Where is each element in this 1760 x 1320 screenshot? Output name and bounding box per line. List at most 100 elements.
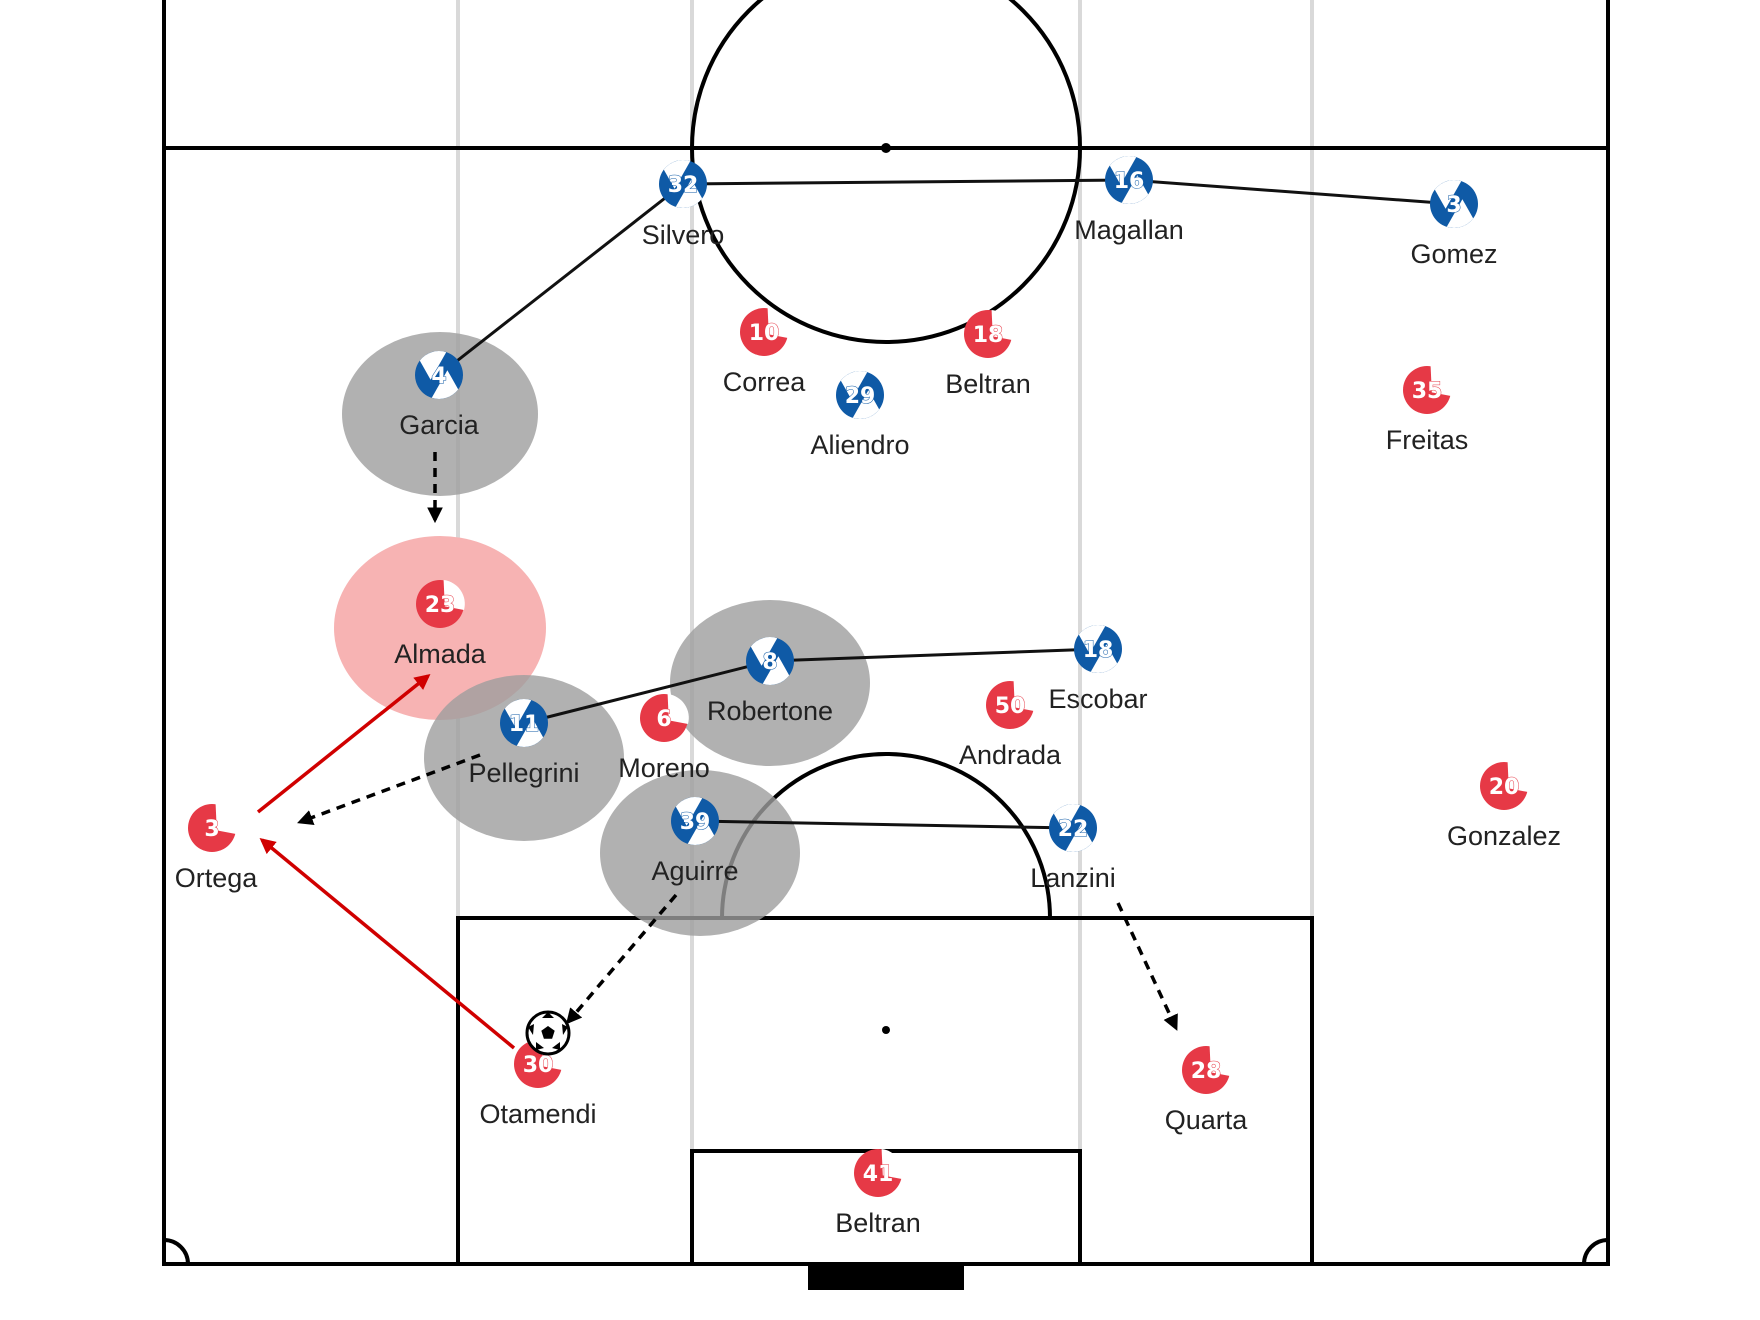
player-number: 41: [863, 1162, 894, 1187]
blue-player-marker-icon: [1430, 180, 1478, 228]
red-player-marker-icon: [964, 310, 1013, 358]
player-number: 3: [204, 817, 219, 842]
player-number: 29: [845, 384, 876, 409]
red-player-marker-icon: [986, 681, 1035, 729]
soccer-ball-icon[interactable]: [525, 1010, 571, 1056]
red-player-marker-icon: [740, 308, 789, 356]
player-number: 30: [523, 1053, 554, 1078]
pressure-zone-aguirre: [600, 770, 800, 936]
red-player-marker-icon: [854, 1149, 903, 1197]
player-number: 22: [1058, 817, 1089, 842]
player-name: Ortega: [175, 863, 259, 893]
movement-arrows: [297, 452, 1178, 1031]
arrow-pellegrini-press: [297, 753, 481, 825]
blue-player-marker-icon: [836, 371, 884, 419]
goal: [808, 1266, 964, 1290]
pass-arrows: [256, 674, 516, 1050]
player-name: Beltran: [835, 1208, 921, 1238]
blue-player-marker-icon: [1049, 804, 1097, 852]
pressure-zone-garcia: [342, 332, 538, 496]
player-number: 28: [1191, 1059, 1222, 1084]
link-silvero-magallan: [682, 178, 1130, 186]
link-aguirre-lanzini: [694, 819, 1074, 830]
player-name: Pellegrini: [468, 758, 579, 788]
player-name: Garcia: [399, 410, 480, 440]
player-name: Almada: [394, 639, 487, 669]
corner-arc-left: [163, 1238, 190, 1265]
arrow-pass-ortega-almada: [256, 674, 431, 814]
player-number: 10: [749, 321, 780, 346]
player-number: 16: [1114, 169, 1145, 194]
arrow-aguirre-press: [565, 893, 678, 1025]
centre-circle: [690, 0, 1082, 344]
player-name: Andrada: [959, 740, 1062, 770]
red-player-marker-icon: [188, 804, 237, 852]
player-number: 4: [431, 364, 446, 389]
player-name: Otamendi: [479, 1099, 596, 1129]
player-name: Gonzalez: [1447, 821, 1561, 851]
player-number: 8: [762, 650, 777, 675]
player-number: 50: [995, 694, 1026, 719]
player-name: Silvero: [642, 220, 725, 250]
arrow-pass-otamendi-ortega: [259, 837, 516, 1050]
player-number: 11: [509, 712, 540, 737]
player-number: 32: [668, 173, 699, 198]
player-name: Moreno: [618, 753, 710, 783]
penalty-spot: [882, 1026, 890, 1034]
blue-player-marker-icon: [500, 699, 548, 747]
player-name: Gomez: [1410, 239, 1497, 269]
player-name: Correa: [723, 367, 807, 397]
red-player-marker-icon: [1182, 1046, 1231, 1094]
player-name: Aliendro: [810, 430, 909, 460]
player-number: 6: [656, 707, 671, 732]
link-robertone-pellegrini: [523, 659, 771, 725]
centre-spot: [881, 143, 891, 153]
blue-player-marker-icon: [746, 637, 794, 685]
player-number: 35: [1412, 379, 1443, 404]
player-name: Quarta: [1165, 1105, 1249, 1135]
player-name: Escobar: [1048, 684, 1147, 714]
player-number: 18: [1083, 638, 1114, 663]
player-name: Lanzini: [1030, 863, 1116, 893]
blue-player-marker-icon: [671, 797, 719, 845]
link-magallan-gomez: [1128, 178, 1455, 206]
player-number: 23: [425, 593, 456, 618]
link-silvero-garcia: [438, 182, 684, 377]
players: 32Silvero16Magallan3Gomez4Garcia29Aliend…: [175, 156, 1561, 1238]
player-name: Robertone: [707, 696, 833, 726]
player-number: 39: [680, 810, 711, 835]
red-player-marker-icon: [1403, 366, 1452, 414]
pressure-zone-pellegrini: [424, 675, 624, 841]
blue-player-marker-icon: [1105, 156, 1153, 204]
corner-arc-right: [1582, 1238, 1609, 1265]
red-player-marker-icon: [416, 580, 465, 628]
blue-player-marker-icon: [1074, 625, 1122, 673]
player-name: Beltran: [945, 369, 1031, 399]
link-escobar-robertone: [769, 647, 1099, 663]
blue-player-marker-icon: [415, 351, 463, 399]
player-number: 20: [1489, 775, 1520, 800]
